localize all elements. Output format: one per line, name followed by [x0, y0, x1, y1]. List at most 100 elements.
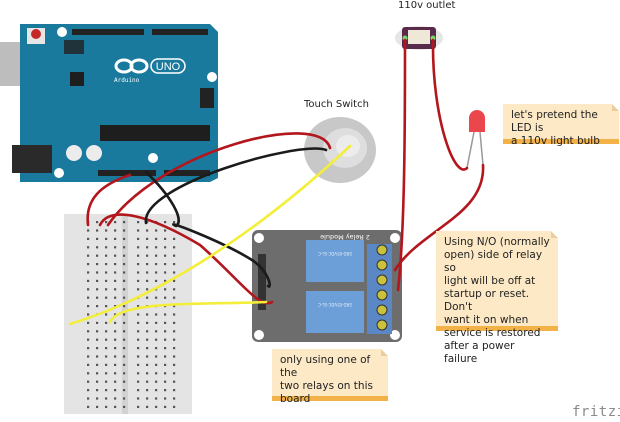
breadboard-hole	[155, 313, 158, 316]
wire-red	[396, 38, 407, 292]
breadboard-hole	[114, 229, 117, 232]
breadboard-hole	[173, 279, 176, 282]
breadboard-hole	[173, 221, 176, 224]
breadboard-hole	[114, 246, 117, 249]
touch-switch	[304, 117, 376, 183]
breadboard-hole	[164, 279, 167, 282]
breadboard-hole	[96, 296, 99, 299]
breadboard-hole	[137, 288, 140, 291]
breadboard-hole	[146, 254, 149, 257]
breadboard-hole	[114, 397, 117, 400]
fritzing-watermark: fritzing	[572, 404, 620, 420]
breadboard-hole	[96, 363, 99, 366]
breadboard-hole	[123, 380, 126, 383]
breadboard-hole	[164, 254, 167, 257]
analog-header	[164, 170, 210, 176]
breadboard-hole	[123, 271, 126, 274]
breadboard-hole	[96, 397, 99, 400]
breadboard-hole	[87, 380, 90, 383]
breadboard-hole	[96, 271, 99, 274]
breadboard-hole	[173, 397, 176, 400]
breadboard-hole	[87, 288, 90, 291]
breadboard-hole	[123, 229, 126, 232]
breadboard-hole	[105, 405, 108, 408]
breadboard-hole	[137, 380, 140, 383]
note-led: let's pretend the LED is a 110v light bu…	[503, 104, 619, 147]
breadboard-hole	[164, 263, 167, 266]
relay-2	[306, 291, 364, 333]
breadboard-hole	[96, 246, 99, 249]
breadboard-hole	[164, 372, 167, 375]
breadboard-hole	[155, 397, 158, 400]
breadboard-hole	[164, 296, 167, 299]
breadboard-hole	[105, 271, 108, 274]
breadboard-hole	[123, 246, 126, 249]
breadboard-hole	[137, 279, 140, 282]
breadboard-hole	[114, 338, 117, 341]
breadboard-hole	[105, 321, 108, 324]
breadboard-hole	[173, 338, 176, 341]
breadboard-hole	[105, 330, 108, 333]
breadboard-hole	[155, 372, 158, 375]
breadboard-hole	[96, 321, 99, 324]
breadboard-hole	[114, 296, 117, 299]
wire-yellow	[108, 300, 268, 324]
breadboard-hole	[173, 288, 176, 291]
capacitor	[86, 145, 102, 161]
breadboard-hole	[155, 330, 158, 333]
breadboard-hole	[173, 246, 176, 249]
breadboard-hole	[173, 380, 176, 383]
breadboard-hole	[173, 321, 176, 324]
breadboard-hole	[123, 405, 126, 408]
breadboard-hole	[87, 296, 90, 299]
breadboard-hole	[146, 237, 149, 240]
breadboard-hole	[146, 347, 149, 350]
breadboard-hole	[155, 296, 158, 299]
breadboard-hole	[137, 338, 140, 341]
relay-module: 2 Relay Module SRD-05VDC-SL-C SRD-05VDC-…	[252, 230, 402, 342]
breadboard-hole	[105, 389, 108, 392]
breadboard-hole	[105, 338, 108, 341]
icsp-header-2	[200, 88, 214, 108]
breadboard-hole	[146, 405, 149, 408]
breadboard-hole	[105, 279, 108, 282]
breadboard-hole	[96, 330, 99, 333]
breadboard-hole	[146, 380, 149, 383]
mount-hole	[148, 153, 158, 163]
breadboard-hole	[137, 246, 140, 249]
breadboard-hole	[123, 330, 126, 333]
breadboard-hole	[87, 279, 90, 282]
breadboard-hole	[146, 355, 149, 358]
breadboard-hole	[105, 296, 108, 299]
breadboard-hole	[173, 263, 176, 266]
breadboard-hole	[105, 246, 108, 249]
breadboard-hole	[123, 363, 126, 366]
breadboard-hole	[146, 229, 149, 232]
breadboard-hole	[137, 330, 140, 333]
outlet-label: 110v outlet	[398, 0, 456, 11]
breadboard-hole	[96, 254, 99, 257]
breadboard-hole	[146, 372, 149, 375]
breadboard-hole	[173, 405, 176, 408]
breadboard-hole	[114, 221, 117, 224]
breadboard-hole	[96, 347, 99, 350]
breadboard-hole	[87, 397, 90, 400]
breadboard-hole	[96, 263, 99, 266]
breadboard-hole	[146, 313, 149, 316]
breadboard-hole	[123, 279, 126, 282]
breadboard-hole	[123, 338, 126, 341]
breadboard-hole	[96, 372, 99, 375]
breadboard-hole	[96, 279, 99, 282]
breadboard-hole	[146, 338, 149, 341]
digital-header-1	[72, 29, 144, 35]
breadboard-hole	[123, 321, 126, 324]
breadboard-hole	[105, 263, 108, 266]
breadboard-hole	[96, 305, 99, 308]
breadboard-hole	[173, 389, 176, 392]
breadboard-hole	[137, 363, 140, 366]
breadboard-hole	[96, 355, 99, 358]
breadboard-hole	[155, 263, 158, 266]
wire-yellow	[68, 144, 352, 326]
breadboard-hole	[114, 305, 117, 308]
